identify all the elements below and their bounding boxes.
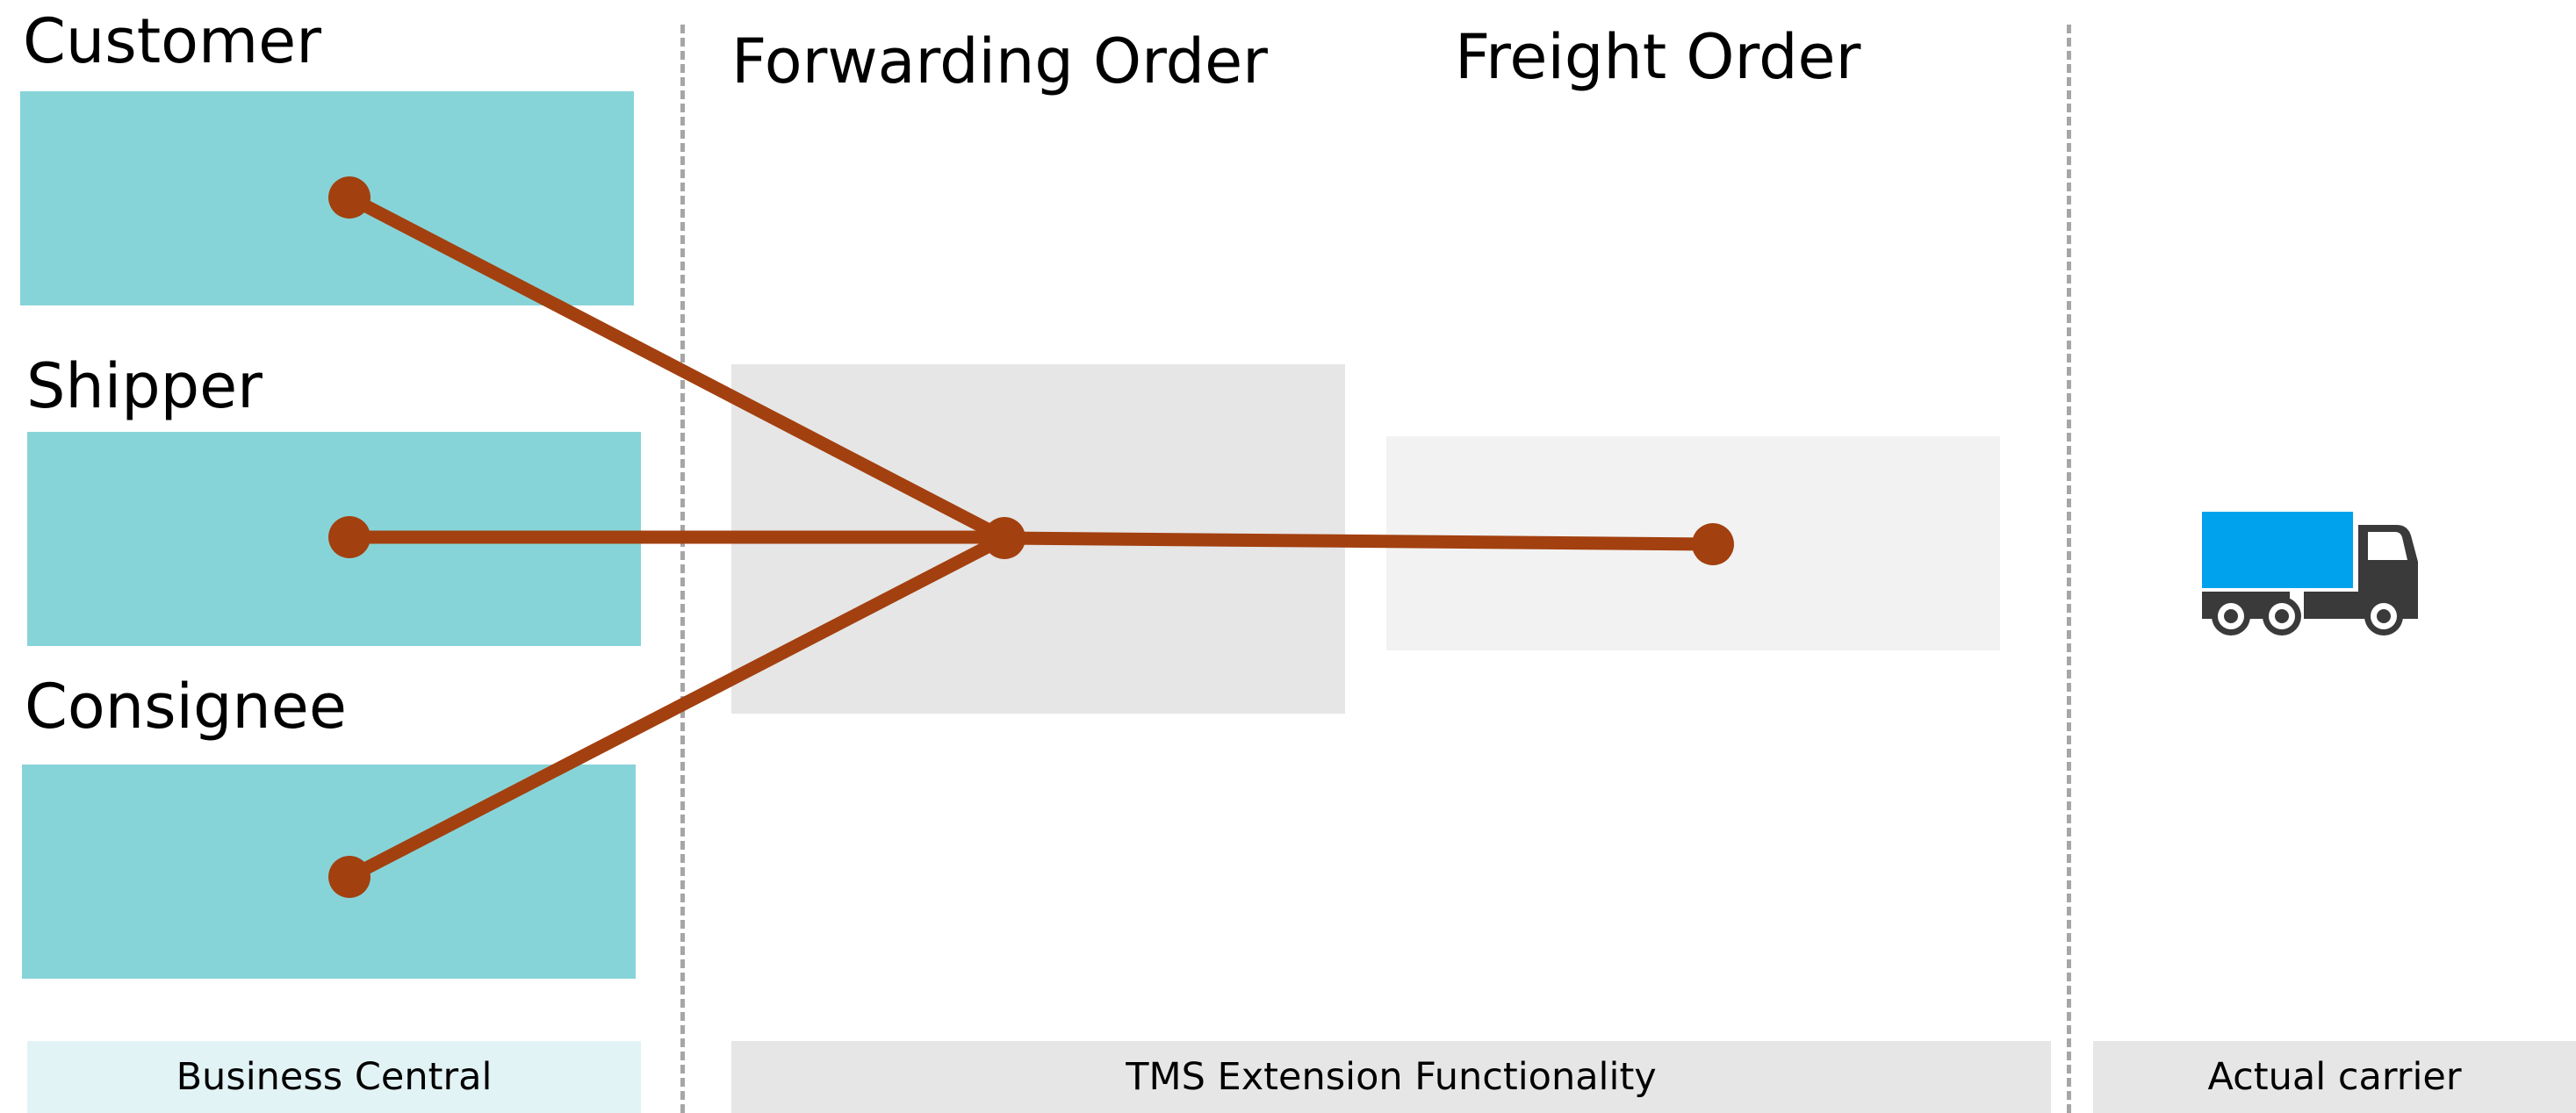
truck-icon [2202, 512, 2418, 635]
connector-consignee-forwarding [342, 531, 1011, 884]
forwarding-order-label: Forwarding Order [731, 25, 1268, 97]
node-forwarding-order [983, 517, 1025, 559]
divider-left [680, 25, 685, 1113]
footer-business-central: Business Central [27, 1041, 641, 1113]
shipper-label: Shipper [26, 350, 263, 422]
divider-right [2067, 25, 2071, 1113]
nodes [328, 176, 1734, 898]
node-freight-order [1692, 523, 1734, 565]
freight-order-label: Freight Order [1455, 21, 1861, 93]
customer-label: Customer [23, 5, 322, 77]
connectors [342, 190, 1720, 884]
connector-forwarding-freight [997, 531, 1720, 551]
connector-customer-forwarding [342, 190, 1011, 545]
footer-actual-carrier: Actual carrier [2093, 1041, 2576, 1113]
consignee-box [22, 765, 636, 979]
footer-tms-extension: TMS Extension Functionality [731, 1041, 2051, 1113]
node-consignee [328, 856, 371, 898]
node-shipper [328, 516, 371, 558]
consignee-label: Consignee [25, 671, 347, 743]
node-customer [328, 176, 371, 219]
customer-box [20, 91, 634, 305]
